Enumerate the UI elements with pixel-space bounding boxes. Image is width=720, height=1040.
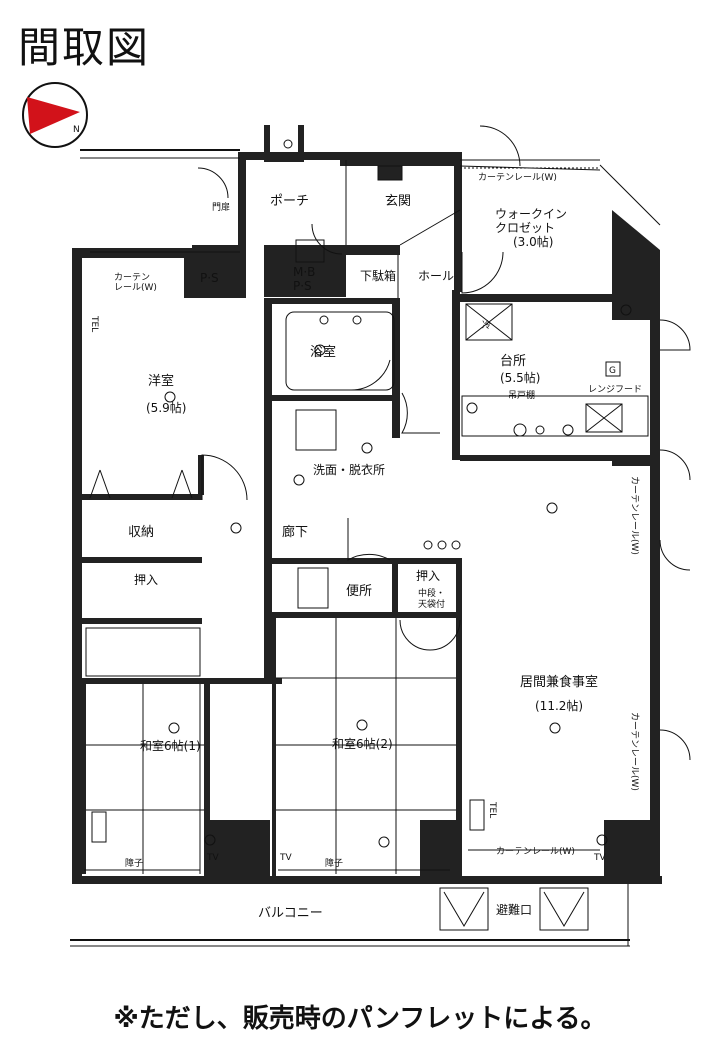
- room-oshiire1: 押入: [134, 573, 158, 587]
- room-living-line2: (11.2帖): [535, 698, 583, 713]
- outer-walls: [72, 149, 662, 884]
- room-walkin-line1: ウォークイン: [495, 207, 567, 221]
- tel-icon: TEL: [89, 315, 99, 332]
- room-youshitsu-line1: 洋室: [148, 373, 174, 389]
- curtain-rail-right1: カーテンレール(W): [629, 476, 640, 555]
- gas-icon: G: [609, 366, 616, 376]
- room-youshitsu-line2: (5.9帖): [146, 400, 186, 415]
- tv-icon-2: TV: [593, 853, 606, 863]
- room-daidokoro-line1: 台所: [500, 354, 526, 369]
- label-tsuriato: 吊戸棚: [508, 389, 535, 401]
- doors: [197, 125, 691, 761]
- label-range-hood: レンジフード: [588, 385, 642, 395]
- room-yokushitsu: 浴室: [310, 344, 336, 360]
- curtain-rail-top: カーテンレール(W): [478, 172, 557, 183]
- tv-icon-3: TV: [279, 853, 292, 863]
- room-ps: P·S: [200, 271, 219, 285]
- room-washitsu1: 和室6帖(1): [140, 738, 201, 753]
- room-oshiire2-line1: 押入: [416, 569, 440, 583]
- curtain-rail-bottom: カーテンレール(W): [496, 846, 575, 857]
- compass-label: N: [73, 125, 80, 135]
- tv-icon: TV: [206, 853, 219, 863]
- label-hinan: 避難口: [496, 902, 532, 917]
- room-getabako: 下駄箱: [360, 268, 396, 283]
- room-hall: ホール: [418, 269, 454, 283]
- compass-icon: N: [22, 82, 88, 148]
- fridge-icon: 冷: [482, 319, 491, 331]
- room-porch: ポーチ: [270, 194, 309, 209]
- light-icons: [164, 139, 632, 848]
- room-mon: 門扉: [212, 201, 230, 213]
- curtain-rail-right2: カーテンレール(W): [629, 712, 640, 791]
- room-oshiire2-line2: 中段・: [418, 587, 445, 599]
- room-daidokoro-line2: (5.5帖): [500, 370, 540, 385]
- room-oshiire2-line3: 天袋付: [418, 598, 445, 610]
- room-benjo: 便所: [346, 584, 372, 599]
- room-walkin-line2: クロゼット: [495, 221, 555, 235]
- room-shuunou: 収納: [128, 525, 154, 540]
- room-living-line1: 居間兼食事室: [520, 674, 598, 690]
- room-washitsu2: 和室6帖(2): [332, 736, 393, 751]
- page-title: 間取図: [18, 23, 151, 72]
- room-balcony: バルコニー: [258, 906, 323, 921]
- label-shoji1: 障子: [125, 857, 143, 869]
- footnote: ※ただし、販売時のパンフレットによる。: [113, 1004, 607, 1034]
- gas-icon-box: [605, 361, 621, 377]
- curtain-rail-left-line1: カーテン: [114, 272, 150, 283]
- room-senmen: 洗面・脱衣所: [313, 462, 385, 477]
- room-mbps-line2: P·S: [293, 279, 312, 293]
- room-walkin-line3: (3.0帖): [513, 234, 553, 249]
- label-shoji2: 障子: [325, 857, 343, 869]
- room-mbps-line1: M·B: [293, 265, 315, 279]
- tel-icon-2: TEL: [487, 801, 497, 818]
- room-rouka: 廊下: [282, 524, 308, 540]
- curtain-rail-left-line2: レール(W): [114, 283, 157, 293]
- partitions: [70, 160, 649, 947]
- room-genkan: 玄関: [385, 194, 411, 209]
- interior-walls: [82, 125, 652, 884]
